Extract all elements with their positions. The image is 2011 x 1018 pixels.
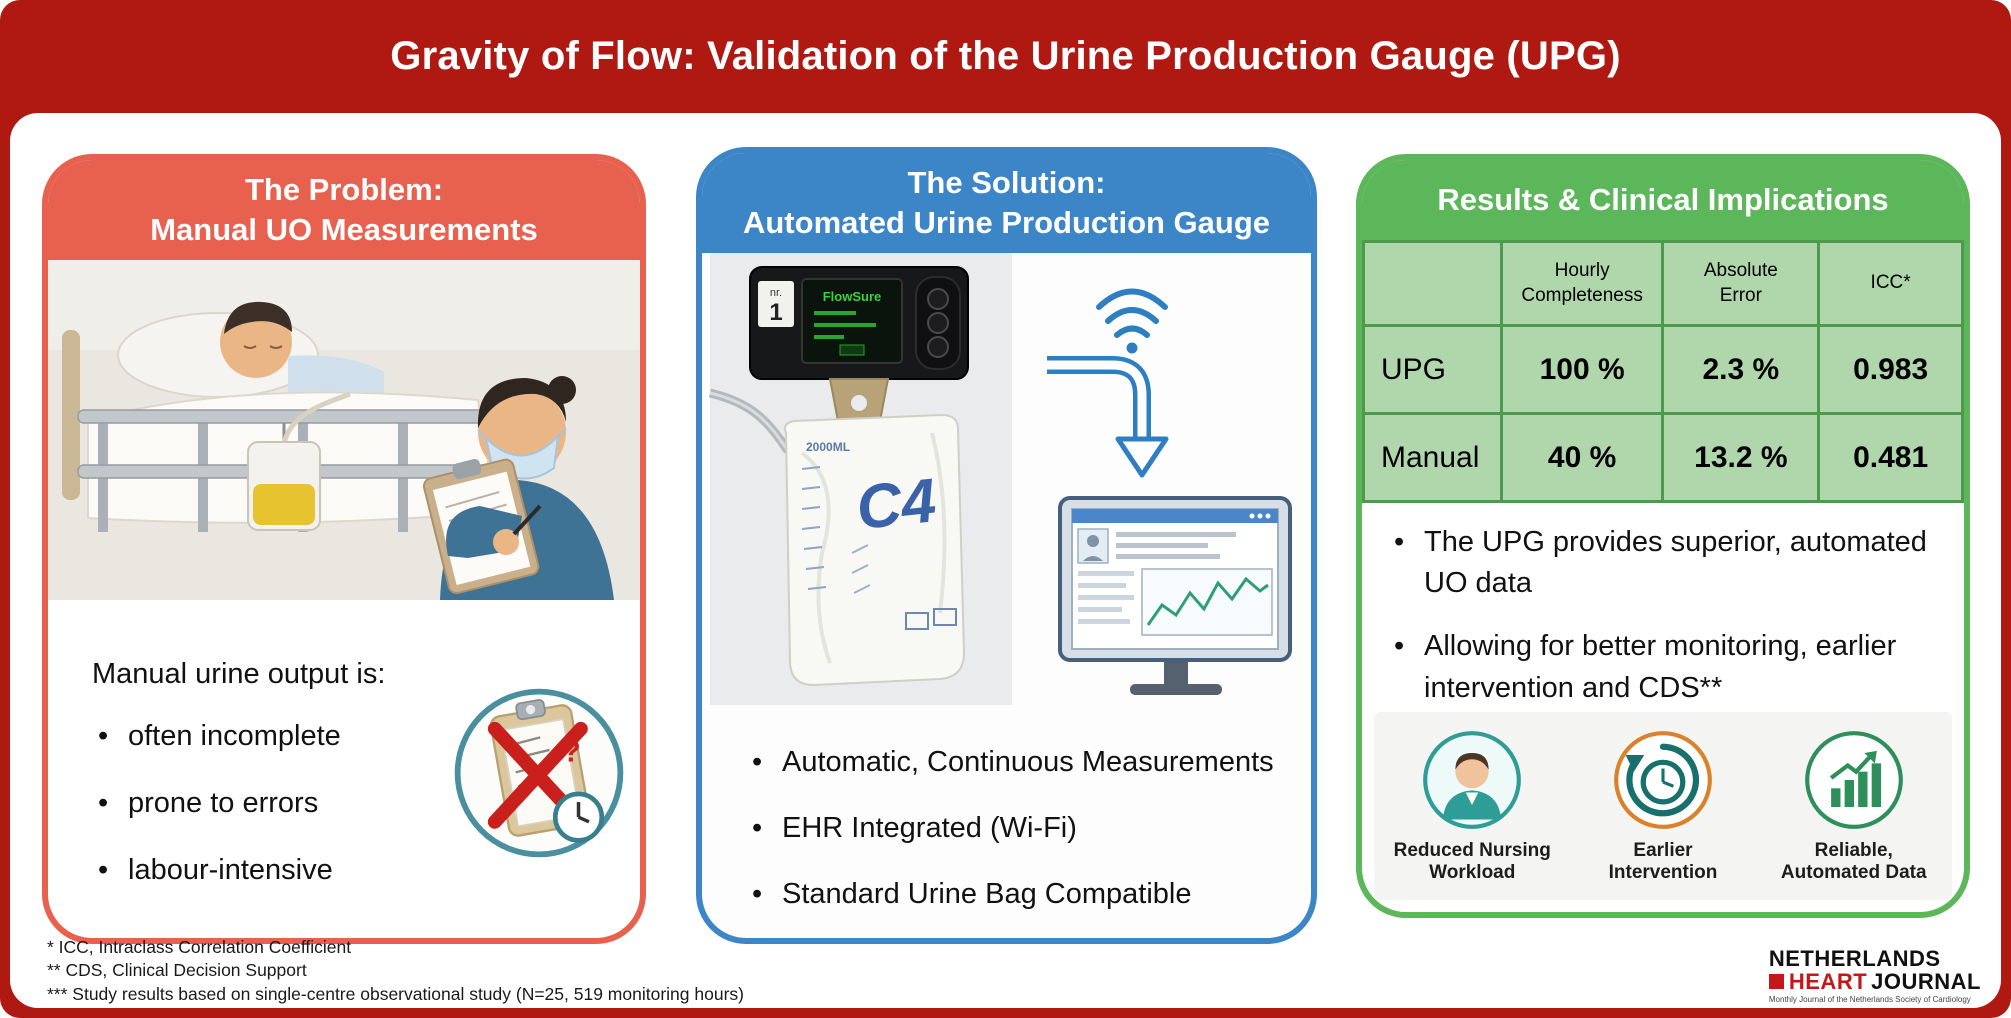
wifi-icon — [1096, 288, 1168, 354]
problem-intro: Manual urine output is: — [92, 658, 386, 690]
problem-title-line1: The Problem: — [244, 172, 444, 208]
solution-title-line1: The Solution: — [907, 165, 1106, 201]
table-row-manual: Manual 40 % 13.2 % 0.481 — [1362, 412, 1964, 503]
curved-arrow-icon — [1047, 356, 1169, 478]
solution-bullet-2: EHR Integrated (Wi-Fi) — [746, 809, 1297, 848]
solution-bullet-list: Automatic, Continuous Measurements EHR I… — [746, 743, 1297, 938]
results-table-header-absolute-error: Absolute Error — [1661, 240, 1821, 327]
problem-title-line2: Manual UO Measurements — [150, 212, 538, 247]
footnote-cds: ** CDS, Clinical Decision Support — [47, 960, 307, 981]
benefit-caption: Reliable, Automated Data — [1780, 839, 1927, 883]
ehr-monitor-illustration — [1058, 496, 1292, 695]
journal-logo: NETHERLANDS HEART JOURNAL Monthly Journa… — [1768, 945, 1981, 1004]
logo-heart-journal: HEART JOURNAL — [1768, 968, 1981, 994]
upg-icc: 0.983 — [1817, 324, 1964, 415]
nurse-icon — [1423, 730, 1522, 829]
device-screen-brand: FlowSure — [823, 289, 882, 304]
nurse-illustration — [422, 376, 614, 600]
results-table-header-hourly-completeness: Hourly Completeness — [1499, 240, 1665, 327]
bar-chart-icon — [1804, 730, 1903, 829]
clock-arrow-icon — [1614, 730, 1712, 829]
title-banner: Gravity of Flow: Validation of the Urine… — [0, 0, 2011, 113]
benefit-earlier-intervention: Earlier Intervention — [1571, 728, 1756, 885]
manual-row-label: Manual — [1362, 412, 1503, 503]
benefit-reduced-nursing-workload: Reduced Nursing Workload — [1380, 728, 1565, 885]
logo-tagline: Monthly Journal of the Netherlands Socie… — [1768, 995, 1971, 1004]
footnotes: * ICC, Intraclass Correlation Coefficien… — [47, 936, 744, 1006]
benefit-caption: Reduced Nursing Workload — [1393, 839, 1551, 883]
device-and-ehr-illustration: nr. 1 FlowSure 2000ML — [708, 253, 1292, 705]
logo-journal-word: JOURNAL — [1871, 968, 1981, 994]
bag-brand-label: C4 — [853, 466, 939, 543]
upg-row-label: UPG — [1362, 324, 1503, 415]
benefit-reliable-automated-data: Reliable, Automated Data — [1761, 728, 1946, 885]
benefit-caption: Earlier Intervention — [1608, 839, 1718, 883]
results-table-header-row: Hourly Completeness Absolute Error ICC* — [1362, 240, 1964, 327]
problem-bullet-3: labour-intensive — [92, 851, 385, 890]
footnote-icc: * ICC, Intraclass Correlation Coefficien… — [47, 937, 352, 957]
problem-text-block: Manual urine output is: often incomplete… — [92, 658, 385, 918]
device-unit-label: nr. — [770, 287, 782, 299]
solution-bullet-3: Standard Urine Bag Compatible — [746, 875, 1297, 914]
upg-absolute-error: 2.3 % — [1661, 324, 1821, 415]
solution-bullet-1: Automatic, Continuous Measurements — [746, 743, 1297, 782]
results-table-header-icc: ICC* — [1817, 240, 1964, 327]
results-bullet-list: The UPG provides superior, automated UO … — [1388, 522, 1952, 731]
clipboard-error-icon: ? — [454, 688, 624, 858]
logo-netherlands: NETHERLANDS — [1768, 945, 1941, 971]
results-bullet-2: Allowing for better monitoring, earlier … — [1388, 626, 1952, 708]
figure-title: Gravity of Flow: Validation of the Urine… — [390, 34, 1621, 78]
upg-device-illustration: nr. 1 FlowSure — [749, 266, 969, 422]
results-bullet-1: The UPG provides superior, automated UO … — [1388, 522, 1952, 604]
results-title: Results & Clinical Implications — [1437, 182, 1889, 218]
nurse-patient-illustration — [48, 260, 640, 600]
manual-absolute-error: 13.2 % — [1661, 412, 1821, 503]
manual-hourly-completeness: 40 % — [1499, 412, 1665, 503]
solution-panel-header: The Solution: Automated Urine Production… — [702, 153, 1311, 253]
table-row-upg: UPG 100 % 2.3 % 0.983 — [1362, 324, 1964, 415]
results-table: Hourly Completeness Absolute Error ICC* … — [1362, 240, 1964, 503]
results-panel-header: Results & Clinical Implications — [1362, 160, 1964, 240]
problem-bullet-1: often incomplete — [92, 717, 385, 756]
bag-capacity-label: 2000ML — [806, 440, 850, 454]
problem-bullet-2: prone to errors — [92, 784, 385, 823]
urine-bag-photo: 2000ML C4 — [784, 413, 966, 687]
results-table-corner-cell — [1362, 240, 1503, 327]
logo-red-square — [1768, 973, 1784, 989]
solution-panel: The Solution: Automated Urine Production… — [696, 147, 1317, 944]
problem-panel: The Problem: Manual UO Measurements — [42, 154, 646, 944]
problem-bullet-list: often incomplete prone to errors labour-… — [92, 717, 385, 891]
problem-panel-header: The Problem: Manual UO Measurements — [48, 160, 640, 260]
urine-bag-illustration — [247, 391, 351, 531]
logo-heart-word: HEART — [1788, 968, 1868, 994]
manual-icc: 0.481 — [1817, 412, 1964, 503]
results-panel: Results & Clinical Implications Hourly C… — [1356, 154, 1970, 918]
device-unit-number: 1 — [769, 299, 782, 326]
upg-hourly-completeness: 100 % — [1499, 324, 1665, 415]
benefits-row: Reduced Nursing Workload Earlier Interve… — [1374, 712, 1952, 900]
solution-title-line2: Automated Urine Production Gauge — [742, 205, 1271, 240]
footnote-study: *** Study results based on single-centre… — [47, 983, 744, 1004]
